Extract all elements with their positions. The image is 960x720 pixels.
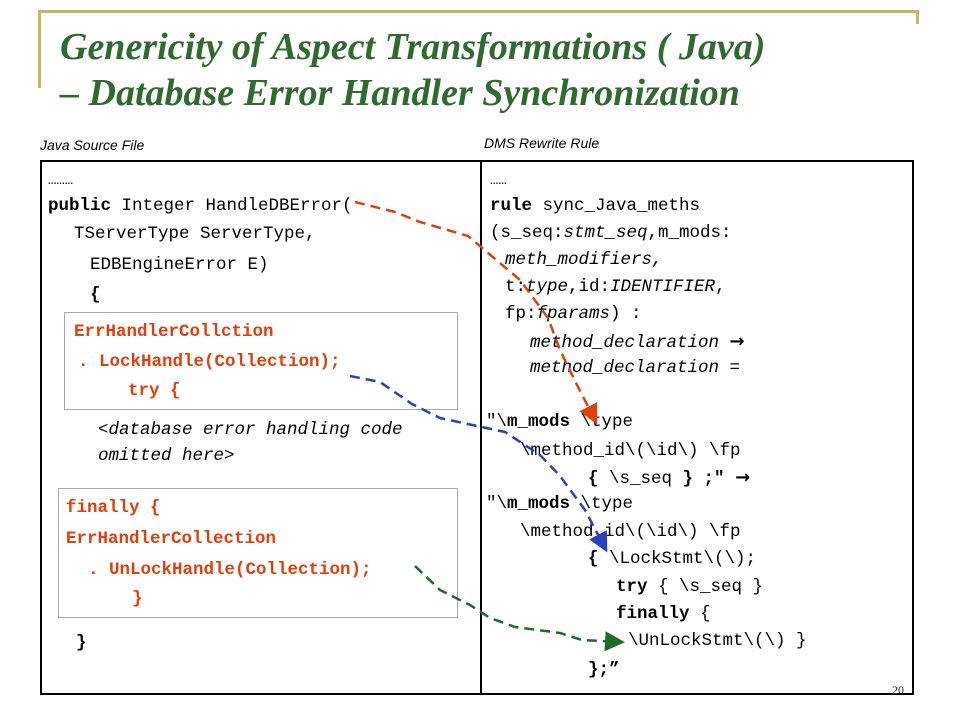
code-line: { \LockStmt\(\); xyxy=(588,549,757,569)
code-line: method_declaration → xyxy=(530,331,745,353)
code-line: (s_seq:stmt_seq,m_mods: xyxy=(490,223,732,243)
code-line: try { \s_seq } xyxy=(616,577,764,597)
code-line: public Integer HandleDBError( xyxy=(48,196,353,216)
code-line: \method_id\(\id\) \fp xyxy=(520,441,741,461)
right-arrow-icon: → xyxy=(735,467,751,488)
code-line: meth_modifiers, xyxy=(505,250,663,270)
code-line: ErrHandlerCollction xyxy=(74,322,274,342)
right-caption: DMS Rewrite Rule xyxy=(484,135,600,151)
accent-line-horizontal xyxy=(38,10,918,13)
arrow-lock-to-lockstmt xyxy=(349,374,608,553)
slide-number: 20 xyxy=(892,683,904,697)
code-line: method_declaration = xyxy=(530,358,741,378)
code-line: t:type,id:IDENTIFIER, xyxy=(505,277,726,297)
lock-handle-box xyxy=(64,312,458,410)
rewrite-rule-panel xyxy=(480,160,914,695)
code-comment: omitted here> xyxy=(98,446,235,466)
code-line: \UnLockStmt\(\) } xyxy=(628,631,807,651)
code-line: finally { xyxy=(616,604,711,624)
code-line: } xyxy=(76,633,87,653)
code-line: EDBEngineError E) xyxy=(90,255,269,275)
code-line: ……… xyxy=(48,173,74,189)
code-line: \method_id\(\id\) \fp xyxy=(520,522,741,542)
accent-line-end xyxy=(916,10,919,24)
code-line: . UnLockHandle(Collection); xyxy=(88,560,372,580)
code-line: { \s_seq } ;" → xyxy=(588,467,751,489)
arrow-method-to-mods xyxy=(354,200,598,425)
code-line: "\m_mods \type xyxy=(486,494,634,514)
slide-title: Genericity of Aspect Transformations ( J… xyxy=(60,24,940,116)
left-caption: Java Source File xyxy=(40,137,145,153)
code-line: . LockHandle(Collection); xyxy=(78,352,341,372)
code-line: };” xyxy=(588,660,620,680)
code-line: fp:fparams) : xyxy=(505,304,642,324)
unlock-handle-box xyxy=(58,488,458,618)
code-line: } xyxy=(132,589,143,609)
code-line: { xyxy=(90,285,101,305)
code-line: …… xyxy=(490,173,507,189)
arrow-unlock-to-unlockstmt xyxy=(414,565,625,652)
code-comment: <database error handling code xyxy=(98,420,403,440)
right-arrow-icon: → xyxy=(729,331,745,352)
code-line: rule sync_Java_meths xyxy=(490,196,701,216)
title-line-1: Genericity of Aspect Transformations ( J… xyxy=(60,26,766,68)
code-line: TServerType ServerType, xyxy=(74,224,316,244)
code-line: finally { xyxy=(66,498,161,518)
accent-line-vertical xyxy=(38,10,41,88)
title-line-2: – Database Error Handler Synchronization xyxy=(60,72,740,114)
code-line: ErrHandlerCollection xyxy=(66,529,277,549)
code-line: try { xyxy=(128,381,181,401)
